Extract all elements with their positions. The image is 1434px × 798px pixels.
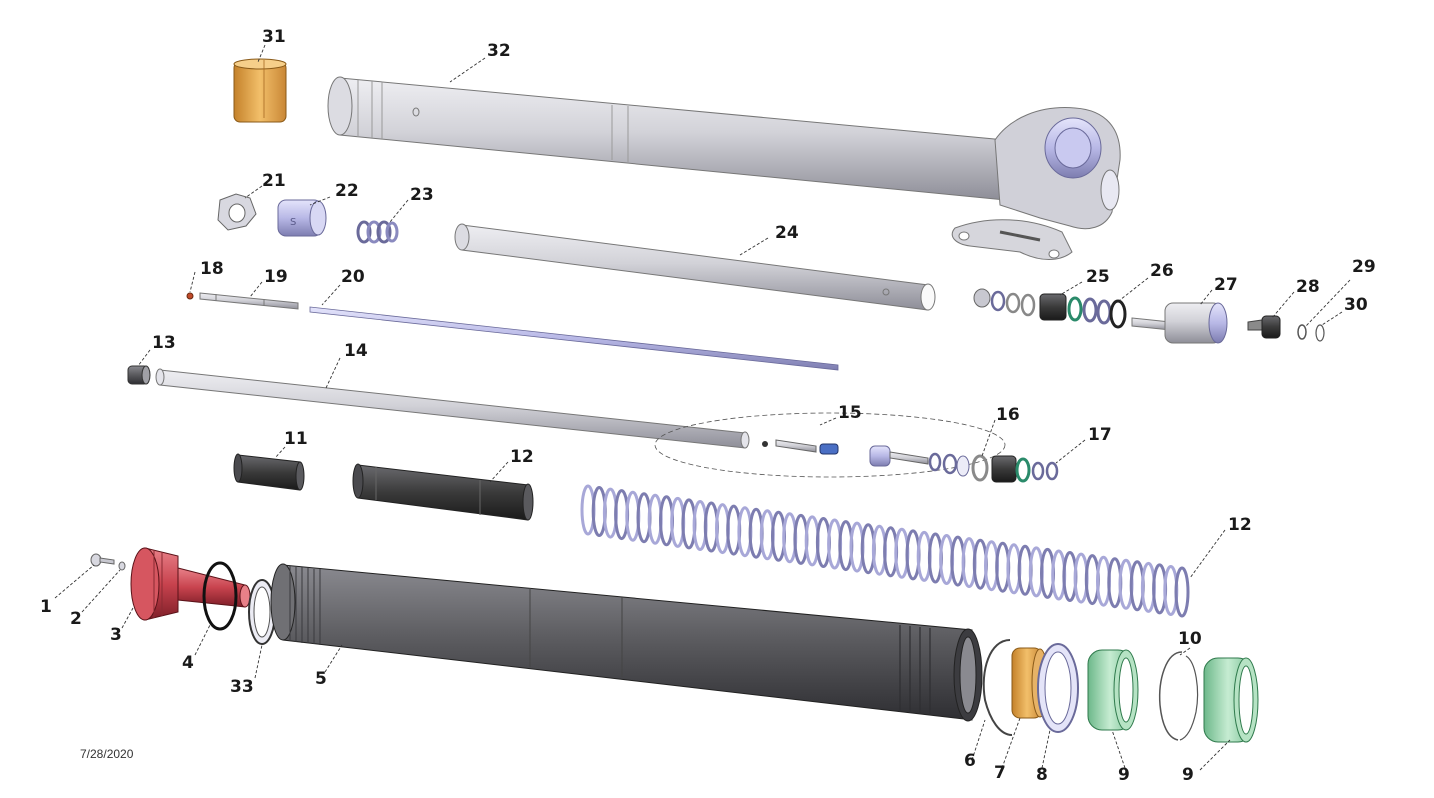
spring-coil [1174, 566, 1190, 618]
callout-20: 19 [264, 267, 288, 287]
callout-23: 22 [335, 181, 359, 201]
outer-tube-part [270, 563, 983, 722]
callout-17: 16 [996, 405, 1020, 425]
callout-33: 32 [487, 41, 511, 61]
spring-part [580, 484, 1190, 618]
base-valve-part [1131, 302, 1228, 344]
cap-nut-part: S [277, 199, 327, 237]
callout-7: 7 [994, 763, 1006, 783]
callout-28: 27 [1214, 275, 1238, 295]
inner-tube-axle-part [327, 76, 1121, 260]
base-o-ring-part [1109, 299, 1127, 329]
seal-a-part [1297, 324, 1307, 340]
dust-seal-a-part [1087, 649, 1139, 731]
callout-24: 23 [410, 185, 434, 205]
upper-bushing-part [233, 58, 287, 123]
damper-tube-part [454, 223, 936, 311]
callout-18: 17 [1088, 425, 1112, 445]
callout-8: 8 [1036, 765, 1048, 785]
retaining-clip-part [1158, 651, 1199, 741]
dust-seal-b-part [1203, 657, 1259, 743]
svg-text:S: S [290, 217, 296, 228]
callout-16: 15 [838, 403, 862, 423]
spacer-short-part [233, 453, 305, 491]
snap-ring-part [982, 639, 1013, 736]
piston-nut-part [1031, 461, 1059, 481]
callout-22: 21 [262, 171, 286, 191]
base-valve-stack-part [973, 288, 1112, 325]
callout-labels: 31 32 21 22 23 24 18 19 20 25 26 27 28 2… [40, 27, 1376, 785]
nut-part [127, 365, 151, 385]
spring-washer-part [356, 220, 399, 244]
washer-part [1037, 643, 1079, 733]
small-screw-part [118, 561, 126, 571]
callout-2: 2 [70, 609, 82, 629]
callout-5: 5 [315, 669, 327, 689]
callout-1: 1 [40, 597, 52, 617]
seal-b-part [1315, 324, 1325, 342]
callout-21: 20 [341, 267, 365, 287]
screw-part [90, 553, 115, 567]
bleed-screw-part [1247, 315, 1281, 339]
damper-rod-part [155, 368, 750, 449]
callout-27: 26 [1150, 261, 1174, 281]
callout-26: 25 [1086, 267, 1110, 287]
callout-9a: 9 [1118, 765, 1130, 785]
ball-part [186, 292, 194, 300]
o-ring-part [202, 561, 238, 631]
callout-30: 29 [1352, 257, 1376, 277]
top-cap-part [130, 547, 251, 621]
callout-10: 10 [1178, 629, 1202, 649]
callout-34: 33 [230, 677, 254, 697]
callout-19: 18 [200, 259, 224, 279]
callout-15: 14 [344, 341, 368, 361]
crush-washer-part [248, 579, 276, 645]
callout-32: 31 [262, 27, 286, 47]
callout-3: 3 [110, 625, 122, 645]
piston-stack-part [928, 452, 1031, 483]
callout-4: 4 [182, 653, 194, 673]
spacer-long-part [352, 463, 534, 521]
callout-14: 13 [152, 333, 176, 353]
callout-6: 6 [964, 751, 976, 771]
callout-31: 30 [1344, 295, 1368, 315]
callout-29: 28 [1296, 277, 1320, 297]
callout-13: 12 [1228, 515, 1252, 535]
drawing-date: 7/28/2020 [80, 747, 134, 761]
callout-9b: 9 [1182, 765, 1194, 785]
callout-12: 12 [510, 447, 534, 467]
adjuster-pin-part [199, 292, 299, 310]
valve-assembly-part [654, 412, 1006, 478]
callout-25: 24 [775, 223, 799, 243]
adjuster-rod-part [309, 306, 839, 371]
callout-11: 11 [284, 429, 308, 449]
leader-lines [54, 44, 1351, 771]
lock-plate-part [217, 193, 257, 231]
